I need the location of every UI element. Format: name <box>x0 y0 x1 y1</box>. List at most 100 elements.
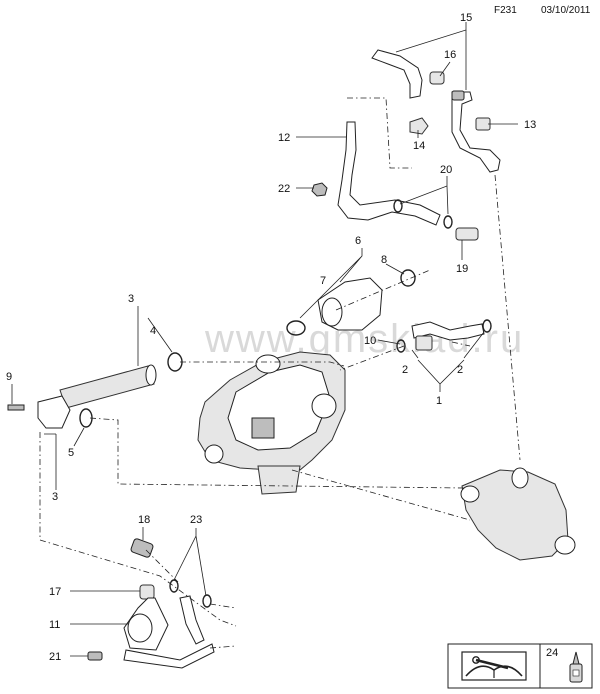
callout-16: 16 <box>444 49 456 61</box>
bolt-part-21 <box>87 651 103 661</box>
legend-item-number: 24 <box>546 647 558 659</box>
guide-line-18 <box>145 549 179 583</box>
lower-hose-assembly <box>87 538 215 669</box>
callout-labels: 15 16 13 14 12 20 22 6 8 19 7 3 4 10 2 2… <box>6 12 536 663</box>
hose-branch-part-11 <box>179 595 205 645</box>
leader-23 <box>173 528 207 597</box>
leader-20 <box>399 176 449 215</box>
dashed-guide-lines <box>39 97 521 649</box>
guide-line-housing <box>291 469 471 521</box>
callout-3-bottom: 3 <box>52 491 58 503</box>
callout-13: 13 <box>524 119 536 131</box>
leader-3-bottom <box>44 433 57 490</box>
callout-5: 5 <box>68 447 74 459</box>
banjo-bolt-part-19 <box>455 227 479 241</box>
fitting-part-16 <box>451 90 465 101</box>
callout-10: 10 <box>364 335 376 347</box>
manual-wrench-icon <box>461 651 527 681</box>
leader-8 <box>385 263 405 275</box>
guide-line-23-lower <box>209 645 237 649</box>
o-ring-part-8 <box>400 269 416 287</box>
o-ring-part-4 <box>167 352 183 372</box>
nut-part-22 <box>311 182 328 197</box>
bolt-part-9 <box>7 404 25 411</box>
pump-housing-port-top <box>511 467 529 489</box>
guide-line-23 <box>209 603 237 609</box>
o-ring-part-2b <box>482 319 492 333</box>
bolt-part-18 <box>130 538 154 558</box>
callout-2a: 2 <box>402 364 408 376</box>
upper-hose-assembly <box>311 49 501 241</box>
callout-9: 9 <box>6 371 12 383</box>
callout-20: 20 <box>440 164 452 176</box>
leader-16 <box>439 61 451 77</box>
callout-18: 18 <box>138 514 150 526</box>
callout-1: 1 <box>436 395 442 407</box>
leader-1 <box>417 359 465 392</box>
guide-line-3 <box>39 432 237 627</box>
hose-end-part-3 <box>145 364 157 386</box>
leader-lines <box>11 22 518 657</box>
figure-code: F231 <box>494 5 517 16</box>
callout-12: 12 <box>278 132 290 144</box>
guide-line-8 <box>335 269 431 311</box>
guide-line-4 <box>180 361 345 367</box>
water-pump-housing <box>460 467 576 561</box>
main-housing-port-right <box>311 393 337 419</box>
leader-4 <box>147 317 173 353</box>
main-housing-port-top <box>255 354 281 374</box>
hose-lower-part-11 <box>123 643 215 669</box>
guide-line-5 <box>89 417 465 489</box>
legend-frame <box>447 643 593 689</box>
callout-11: 11 <box>49 619 60 631</box>
callout-22: 22 <box>278 183 290 195</box>
pipe-part-1 <box>411 321 485 341</box>
leader-10 <box>377 339 401 345</box>
coolant-outlet-assembly <box>286 269 492 353</box>
bracket-part-1 <box>415 335 433 351</box>
leader-2 <box>411 331 485 359</box>
main-housing-grid <box>251 417 275 439</box>
main-housing-port-left <box>204 444 224 464</box>
legend-box: 24 <box>447 643 593 689</box>
callout-4: 4 <box>150 325 156 337</box>
callout-15: 15 <box>460 12 472 24</box>
left-hose-assembly <box>7 352 183 429</box>
callout-23: 23 <box>190 514 202 526</box>
figure-date: 03/10/2011 <box>541 5 591 16</box>
outlet-port-part-6 <box>321 297 343 327</box>
guide-line-12 <box>347 97 412 169</box>
callout-2b: 2 <box>457 364 463 376</box>
leader-15a <box>395 22 467 53</box>
o-ring-part-10 <box>396 339 406 353</box>
o-ring-part-7 <box>286 320 306 336</box>
callout-19: 19 <box>456 263 468 275</box>
bracket-part-14 <box>409 117 429 135</box>
o-ring-part-23b <box>202 594 212 608</box>
hose-part-12 <box>337 121 441 226</box>
callout-14: 14 <box>413 140 425 152</box>
callout-7: 7 <box>320 275 326 287</box>
clamp-part-17 <box>139 584 155 600</box>
connector-part-13 <box>475 117 491 131</box>
callout-8: 8 <box>381 254 387 266</box>
guide-line-1 <box>451 341 471 347</box>
leader-5 <box>73 427 85 447</box>
main-housing-assembly <box>197 351 346 495</box>
callout-21: 21 <box>49 651 61 663</box>
callout-3-top: 3 <box>128 293 134 305</box>
o-ring-part-23a <box>169 579 179 593</box>
callout-6: 6 <box>355 235 361 247</box>
leader-6-7 <box>299 248 363 319</box>
guide-line-10 <box>339 345 405 371</box>
hose-part-13 <box>451 91 501 173</box>
pump-housing-port-left <box>460 485 480 503</box>
o-ring-part-20a <box>393 199 403 213</box>
callout-17: 17 <box>49 586 61 598</box>
hose-fitting-part-11 <box>127 613 153 643</box>
o-ring-part-20b <box>443 215 453 229</box>
flange-part-3 <box>37 395 71 429</box>
hose-part-15 <box>371 49 423 99</box>
hose-part-3 <box>59 365 155 409</box>
